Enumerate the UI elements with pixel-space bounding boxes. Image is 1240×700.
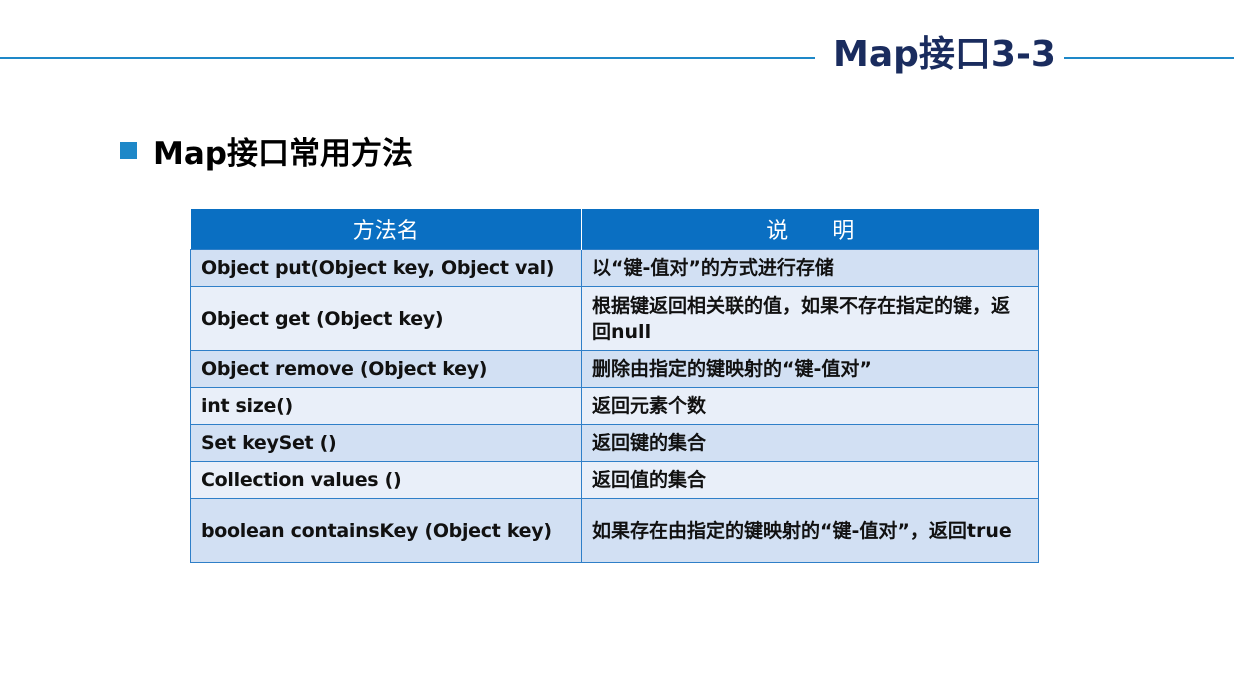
table-row: Collection values () 返回值的集合 xyxy=(190,461,1039,499)
description-cell: 以“键-值对”的方式进行存储 xyxy=(581,249,1039,287)
method-cell: Collection values () xyxy=(190,461,582,499)
section-heading-text: Map接口常用方法 xyxy=(153,135,413,172)
description-cell: 返回值的集合 xyxy=(581,461,1039,499)
slide-title: Map接口3-3 xyxy=(833,34,1056,75)
method-cell: Object put(Object key, Object val) xyxy=(190,249,582,287)
table-row: boolean containsKey (Object key) 如果存在由指定… xyxy=(190,498,1039,563)
table-row: Object remove (Object key) 删除由指定的键映射的“键-… xyxy=(190,350,1039,388)
title-rule-right xyxy=(1064,57,1234,59)
description-cell: 返回元素个数 xyxy=(581,387,1039,425)
method-cell: Set keySet () xyxy=(190,424,582,462)
square-bullet-icon xyxy=(120,141,137,159)
method-cell: boolean containsKey (Object key) xyxy=(190,498,582,563)
table-header-row: 方法名 说 明 xyxy=(190,209,1039,250)
title-rule-left xyxy=(0,57,815,59)
method-cell: Object get (Object key) xyxy=(190,286,582,351)
column-header-method: 方法名 xyxy=(190,209,582,250)
column-header-description: 说 明 xyxy=(581,209,1039,250)
table-row: Object get (Object key) 根据键返回相关联的值，如果不存在… xyxy=(190,286,1039,351)
description-cell: 删除由指定的键映射的“键-值对” xyxy=(581,350,1039,388)
method-cell: Object remove (Object key) xyxy=(190,350,582,388)
methods-table: 方法名 说 明 Object put(Object key, Object va… xyxy=(190,209,1039,563)
description-cell: 返回键的集合 xyxy=(581,424,1039,462)
section-heading: Map接口常用方法 xyxy=(120,128,413,172)
table-row: Object put(Object key, Object val) 以“键-值… xyxy=(190,249,1039,287)
description-cell: 如果存在由指定的键映射的“键-值对”，返回true xyxy=(581,498,1039,563)
method-cell: int size() xyxy=(190,387,582,425)
table-row: int size() 返回元素个数 xyxy=(190,387,1039,425)
description-cell: 根据键返回相关联的值，如果不存在指定的键，返回null xyxy=(581,286,1039,351)
table-row: Set keySet () 返回键的集合 xyxy=(190,424,1039,462)
